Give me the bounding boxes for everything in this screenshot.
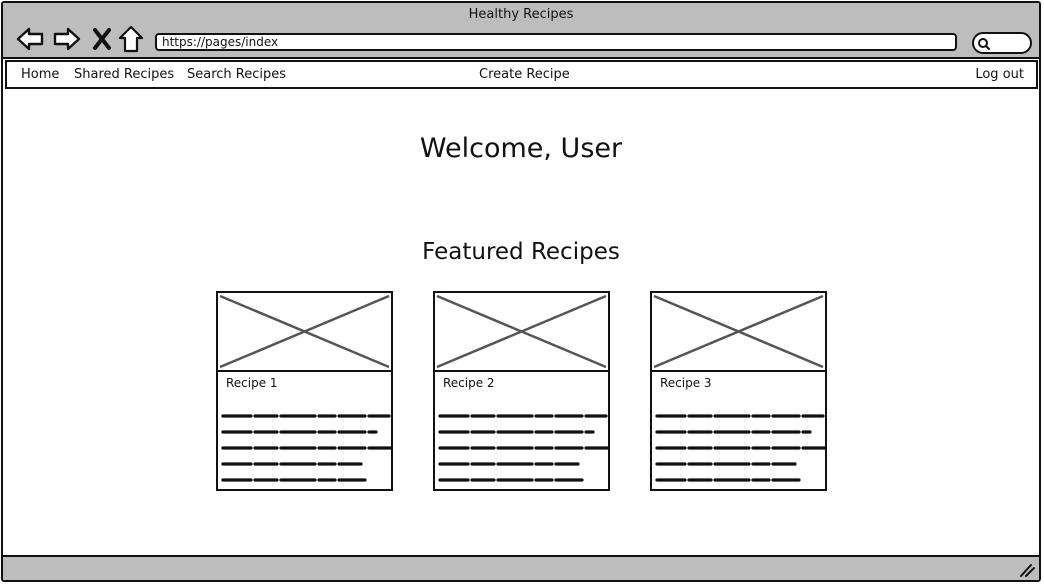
search-field[interactable] — [972, 32, 1032, 54]
forward-button[interactable] — [52, 25, 82, 53]
stop-button[interactable] — [91, 25, 113, 53]
placeholder-text — [221, 414, 391, 482]
image-placeholder-icon — [218, 294, 391, 372]
status-bar — [3, 555, 1039, 580]
nav-search-recipes[interactable]: Search Recipes — [187, 67, 287, 82]
placeholder-text — [438, 414, 608, 482]
back-button[interactable] — [15, 25, 45, 53]
image-placeholder-icon — [435, 294, 608, 372]
resize-grip-icon[interactable] — [1019, 563, 1035, 577]
url-input[interactable]: https://pages/index — [155, 33, 957, 51]
top-navigation: Home Shared Recipes Search Recipes Creat… — [5, 60, 1038, 89]
forward-arrow-icon — [53, 27, 81, 51]
placeholder-text — [655, 414, 825, 482]
window-title: Healthy Recipes — [468, 7, 574, 22]
nav-home[interactable]: Home — [21, 67, 60, 82]
close-x-icon — [93, 28, 111, 50]
nav-log-out[interactable]: Log out — [975, 67, 1024, 82]
home-icon — [118, 25, 144, 53]
image-placeholder-icon — [652, 294, 825, 372]
back-arrow-icon — [16, 27, 44, 51]
main-content: Welcome, User Featured Recipes Recipe 1 … — [3, 91, 1039, 558]
nav-create-recipe[interactable]: Create Recipe — [479, 67, 570, 82]
title-bar: Healthy Recipes https://pages/index — [3, 3, 1039, 59]
welcome-heading: Welcome, User — [419, 133, 623, 164]
recipe-title: Recipe 3 — [660, 376, 712, 390]
nav-shared-recipes[interactable]: Shared Recipes — [74, 67, 175, 82]
recipe-title: Recipe 2 — [443, 376, 495, 390]
home-button[interactable] — [117, 25, 145, 53]
recipe-card[interactable]: Recipe 3 — [650, 291, 827, 491]
recipe-card[interactable]: Recipe 1 — [216, 291, 393, 491]
recipe-card[interactable]: Recipe 2 — [433, 291, 610, 491]
featured-heading: Featured Recipes — [422, 239, 620, 265]
recipe-title: Recipe 1 — [226, 376, 278, 390]
search-icon — [978, 38, 990, 50]
